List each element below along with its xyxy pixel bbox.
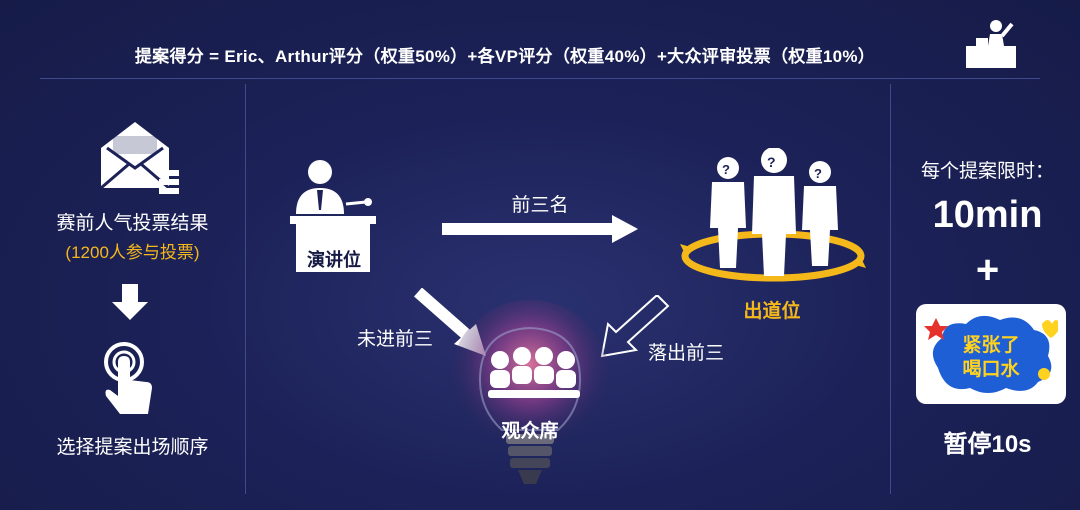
drop-top3-label: 落出前三	[636, 338, 736, 365]
audience-label: 观众席	[490, 416, 570, 443]
touch-hand-icon	[94, 340, 164, 420]
select-order-label: 选择提案出场顺序	[20, 432, 245, 459]
vote-count-label: (1200人参与投票)	[20, 238, 245, 263]
not-top3-label: 未进前三	[340, 324, 450, 351]
plus-sign: +	[895, 248, 1080, 293]
top3-label: 前三名	[470, 190, 610, 217]
sticker-line1: 紧张了	[916, 330, 1066, 357]
exit-label: 出道位	[732, 296, 812, 323]
down-arrow-icon	[110, 282, 150, 322]
judge-desk-icon	[962, 14, 1020, 72]
top3-arrow	[440, 214, 640, 244]
envelope-vote-icon	[95, 118, 185, 198]
podium-label: 演讲位	[296, 246, 372, 272]
svg-text:?: ?	[767, 154, 776, 170]
svg-text:?: ?	[722, 162, 730, 177]
vote-result-label: 赛前人气投票结果	[20, 208, 245, 235]
left-divider	[245, 84, 246, 494]
right-divider	[890, 84, 891, 494]
pause-label: 暂停10s	[895, 424, 1080, 459]
scoring-formula: 提案得分 = Eric、Arthur评分（权重50%）+各VP评分（权重40%）…	[0, 42, 1080, 67]
time-limit-label: 每个提案限时：	[895, 156, 1080, 183]
header-divider	[40, 78, 1040, 79]
exit-group-icon: ? ? ?	[678, 148, 868, 288]
water-sticker: 紧张了 喝口水	[916, 304, 1066, 404]
sticker-line2: 喝口水	[916, 354, 1066, 381]
time-value: 10min	[895, 194, 1080, 237]
svg-text:?: ?	[814, 166, 822, 181]
audience-bulb-icon	[440, 300, 620, 510]
